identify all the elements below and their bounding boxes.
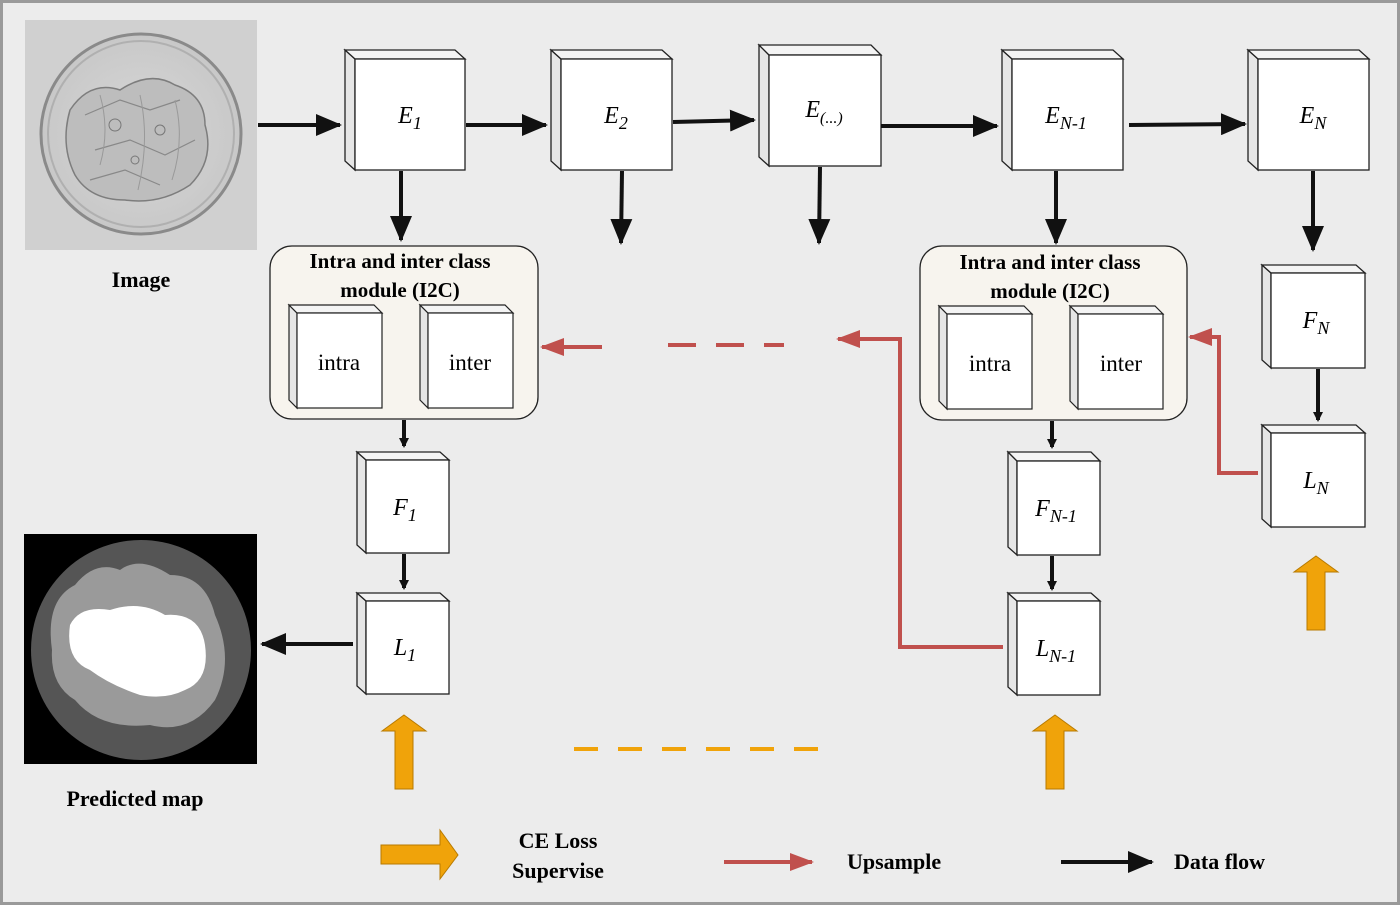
predicted-map-label: Predicted map [66,786,203,811]
legend-ce-loss-line2: Supervise [512,858,604,883]
ce-loss-arrows [380,555,1340,790]
i2c-left-intra-label: intra [318,350,360,375]
encoder-1-label: E1 [397,103,422,133]
logit-1-label: L1 [393,635,416,665]
i2c-right-title-line1: Intra and inter class [959,250,1140,274]
feature-down-arrows [399,554,1057,591]
encoder-block-ellipsis: E(...) [757,43,883,168]
legend-data-flow-label: Data flow [1174,849,1265,874]
feature-block-n-1: FN-1 [1006,450,1102,557]
i2c-module-left: Intra and inter class module (I2C) intra… [269,245,539,420]
i2c-down-arrows [399,369,1323,449]
legend-ce-loss-icon [380,828,459,881]
encoder-data-flow [258,109,1247,137]
logit-block-n: LN [1260,423,1367,529]
encoder-block-2: E2 [549,48,674,172]
encoder-block-1: E1 [343,48,467,172]
encoder-block-n: EN [1246,48,1371,172]
encoder-block-n-1: EN-1 [1000,48,1125,172]
encoder-ellipsis-label: E(...) [804,97,842,127]
input-image [25,20,257,250]
i2c-right-title-line2: module (I2C) [990,279,1110,303]
legend-ce-loss-line1: CE Loss [519,828,598,853]
encoder-n-label: EN [1299,103,1328,133]
logit-n-label: LN [1302,468,1329,498]
encoder-down-arrows [390,166,1324,252]
predicted-map [24,534,257,764]
feature-block-n: FN [1260,263,1367,370]
encoder-2-label: E2 [603,103,628,133]
image-label: Image [112,267,171,292]
i2c-left-inter-label: inter [449,350,491,375]
i2c-right-inter-label: inter [1100,351,1142,376]
upsample-paths [540,328,1258,649]
logit-n-1-label: LN-1 [1035,636,1076,666]
i2c-left-title-line2: module (I2C) [340,278,460,302]
logit-block-n-1: LN-1 [1006,591,1102,697]
logit-block-1: L1 [355,591,451,696]
i2c-right-intra-label: intra [969,351,1011,376]
feature-block-1: F1 [355,450,451,555]
i2c-left-title-line1: Intra and inter class [309,249,490,273]
feature-1-label: F1 [392,495,417,525]
legend-upsample-label: Upsample [847,849,941,874]
feature-n-label: FN [1302,308,1331,338]
legend: CE Loss Supervise Upsample Data flow [380,828,1265,883]
i2c-module-right: Intra and inter class module (I2C) intra… [919,245,1188,421]
feature-n-1-label: FN-1 [1034,496,1077,526]
encoder-n-1-label: EN-1 [1044,103,1087,133]
